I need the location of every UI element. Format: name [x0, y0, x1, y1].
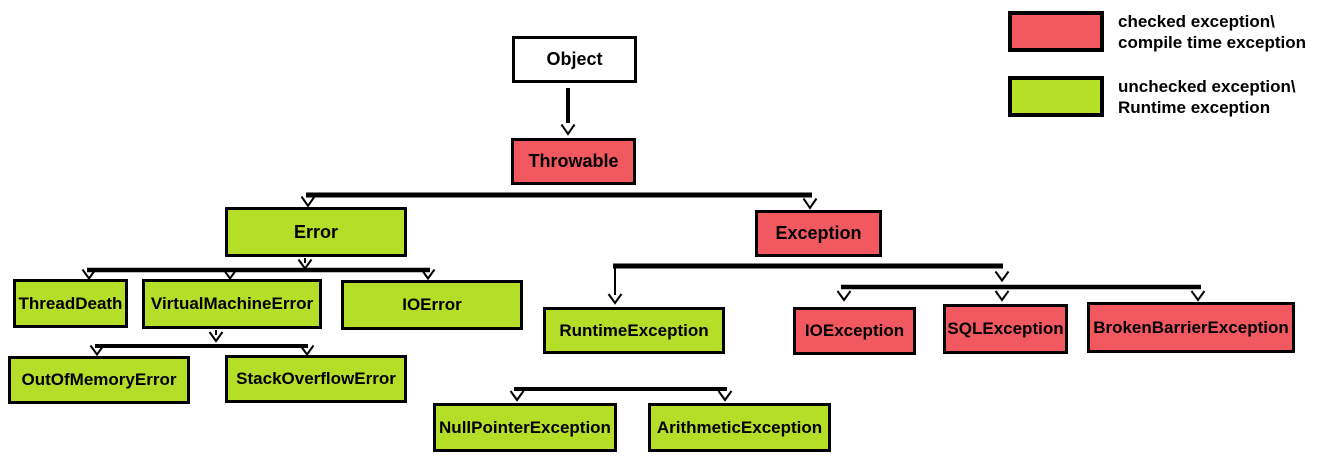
node-exception: Exception	[755, 210, 882, 257]
node-ioerror: IOError	[341, 280, 523, 330]
legend-checked-line2: compile time exception	[1118, 33, 1306, 52]
node-error: Error	[225, 207, 407, 257]
node-brokenbarrierexception-label: BrokenBarrierException	[1093, 317, 1289, 337]
node-runtimeexception: RuntimeException	[543, 307, 725, 354]
legend-row-checked: checked exception\ compile time exceptio…	[1008, 11, 1306, 53]
node-ioexception-label: IOException	[804, 321, 905, 340]
legend-checked-line1: checked exception\	[1118, 12, 1275, 31]
node-throwable: Throwable	[511, 138, 636, 185]
legend-text-checked: checked exception\ compile time exceptio…	[1118, 11, 1306, 53]
node-ioexception: IOException	[793, 307, 916, 355]
node-nullpointerexception-label: NullPointerException	[439, 417, 611, 437]
node-threaddeath-label: ThreadDeath	[18, 293, 123, 313]
legend-swatch-checked	[1008, 11, 1104, 52]
node-throwable-label: Throwable	[528, 151, 619, 171]
node-sqlexception-label: SQLException	[947, 319, 1064, 338]
node-threaddeath: ThreadDeath	[13, 279, 128, 328]
node-exception-label: Exception	[775, 223, 862, 243]
node-stackoverflowerror: StackOverflowError	[225, 355, 407, 403]
node-nullpointerexception: NullPointerException	[433, 403, 617, 452]
node-sqlexception: SQLException	[943, 304, 1068, 354]
node-virtualmachineerror: VirtualMachineError	[142, 279, 322, 329]
node-runtimeexception-label: RuntimeException	[559, 320, 709, 340]
node-error-label: Error	[293, 221, 338, 242]
node-brokenbarrierexception: BrokenBarrierException	[1087, 302, 1295, 353]
legend-unchecked-line2: Runtime exception	[1118, 98, 1271, 117]
node-object-label: Object	[546, 49, 603, 69]
node-outofmemoryerror: OutOfMemoryError	[8, 356, 190, 404]
legend-unchecked-line1: unchecked exception\	[1118, 77, 1296, 96]
node-arithmeticexception-label: ArithmeticException	[656, 417, 823, 437]
legend-row-unchecked: unchecked exception\ Runtime exception	[1008, 76, 1296, 118]
node-object: Object	[512, 36, 637, 83]
legend-text-unchecked: unchecked exception\ Runtime exception	[1118, 76, 1296, 118]
node-outofmemoryerror-label: OutOfMemoryError	[21, 370, 177, 389]
node-arithmeticexception: ArithmeticException	[648, 403, 831, 452]
legend-swatch-unchecked	[1008, 76, 1104, 117]
node-stackoverflowerror-label: StackOverflowError	[236, 369, 396, 388]
node-ioerror-label: IOError	[402, 295, 462, 314]
node-virtualmachineerror-label: VirtualMachineError	[150, 294, 314, 313]
